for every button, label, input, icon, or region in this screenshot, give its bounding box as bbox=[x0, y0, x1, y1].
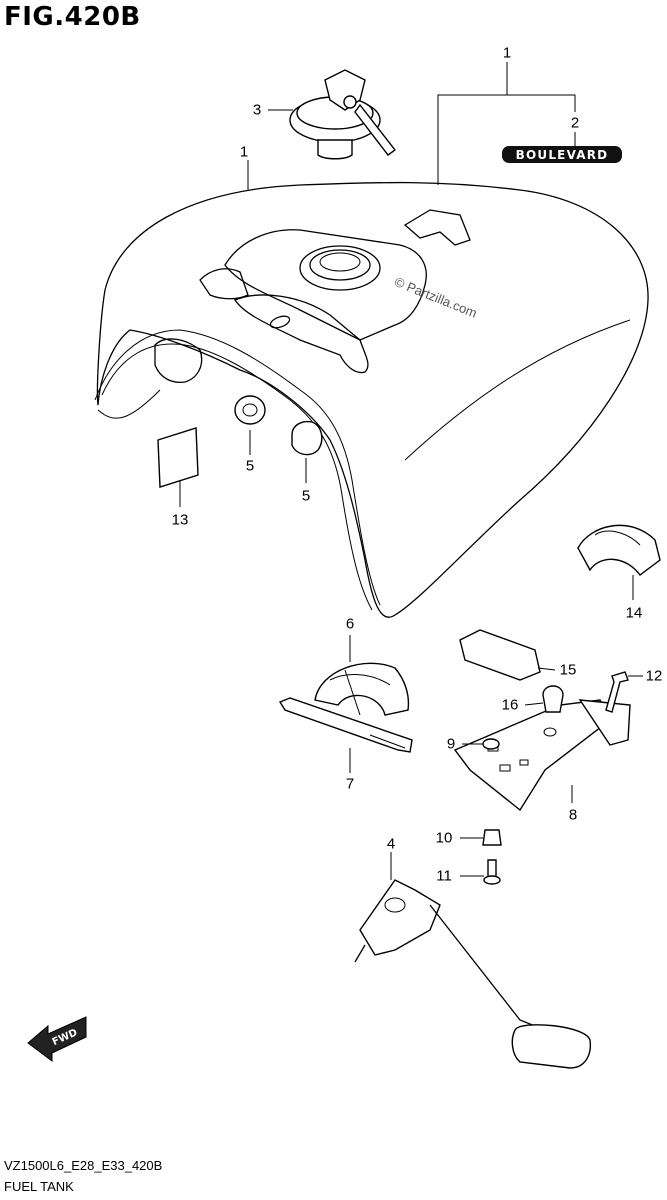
callout-15[interactable]: 15 bbox=[559, 661, 577, 679]
cushion-drawing bbox=[314, 662, 410, 716]
label-sticker-drawing bbox=[157, 427, 199, 488]
emblem-text: BOULEVARD bbox=[516, 148, 609, 162]
callout-12[interactable]: 12 bbox=[645, 667, 663, 685]
callout-11[interactable]: 11 bbox=[436, 867, 452, 885]
callout-7[interactable]: 7 bbox=[345, 775, 355, 793]
tank-bracket-drawing bbox=[453, 699, 631, 812]
figure-title: FIG.420B bbox=[4, 2, 141, 32]
callout-13[interactable]: 13 bbox=[171, 511, 189, 529]
tank-cushion-drawing bbox=[577, 524, 661, 576]
callout-16[interactable]: 16 bbox=[501, 696, 519, 714]
forward-direction-arrow: FWD bbox=[27, 1016, 87, 1062]
callout-9[interactable]: 9 bbox=[446, 735, 456, 753]
callout-2[interactable]: 2 bbox=[570, 114, 580, 132]
pad-drawing bbox=[459, 629, 541, 681]
callout-14[interactable]: 14 bbox=[625, 604, 643, 622]
leader-lines bbox=[179, 62, 643, 880]
figure-caption: FUEL TANK bbox=[4, 1179, 74, 1194]
model-code: VZ1500L6_E28_E33_420B bbox=[4, 1158, 163, 1173]
callout-5-right[interactable]: 5 bbox=[301, 487, 311, 505]
callout-1-top[interactable]: 1 bbox=[502, 44, 512, 62]
callout-3[interactable]: 3 bbox=[252, 101, 262, 119]
fuel-tank-drawing bbox=[94, 181, 649, 618]
callout-4[interactable]: 4 bbox=[386, 835, 396, 853]
callout-8[interactable]: 8 bbox=[568, 806, 578, 824]
fuel-cap-drawing bbox=[289, 69, 397, 160]
small-parts-drawing bbox=[482, 671, 629, 885]
callout-1-tank[interactable]: 1 bbox=[239, 143, 249, 161]
callout-10[interactable]: 10 bbox=[435, 829, 453, 847]
fuel-gauge-drawing bbox=[354, 879, 592, 1069]
grommet-drawing bbox=[234, 395, 323, 456]
callout-5-left[interactable]: 5 bbox=[245, 457, 255, 475]
callout-6[interactable]: 6 bbox=[345, 615, 355, 633]
emblem-drawing: BOULEVARD bbox=[502, 146, 622, 163]
